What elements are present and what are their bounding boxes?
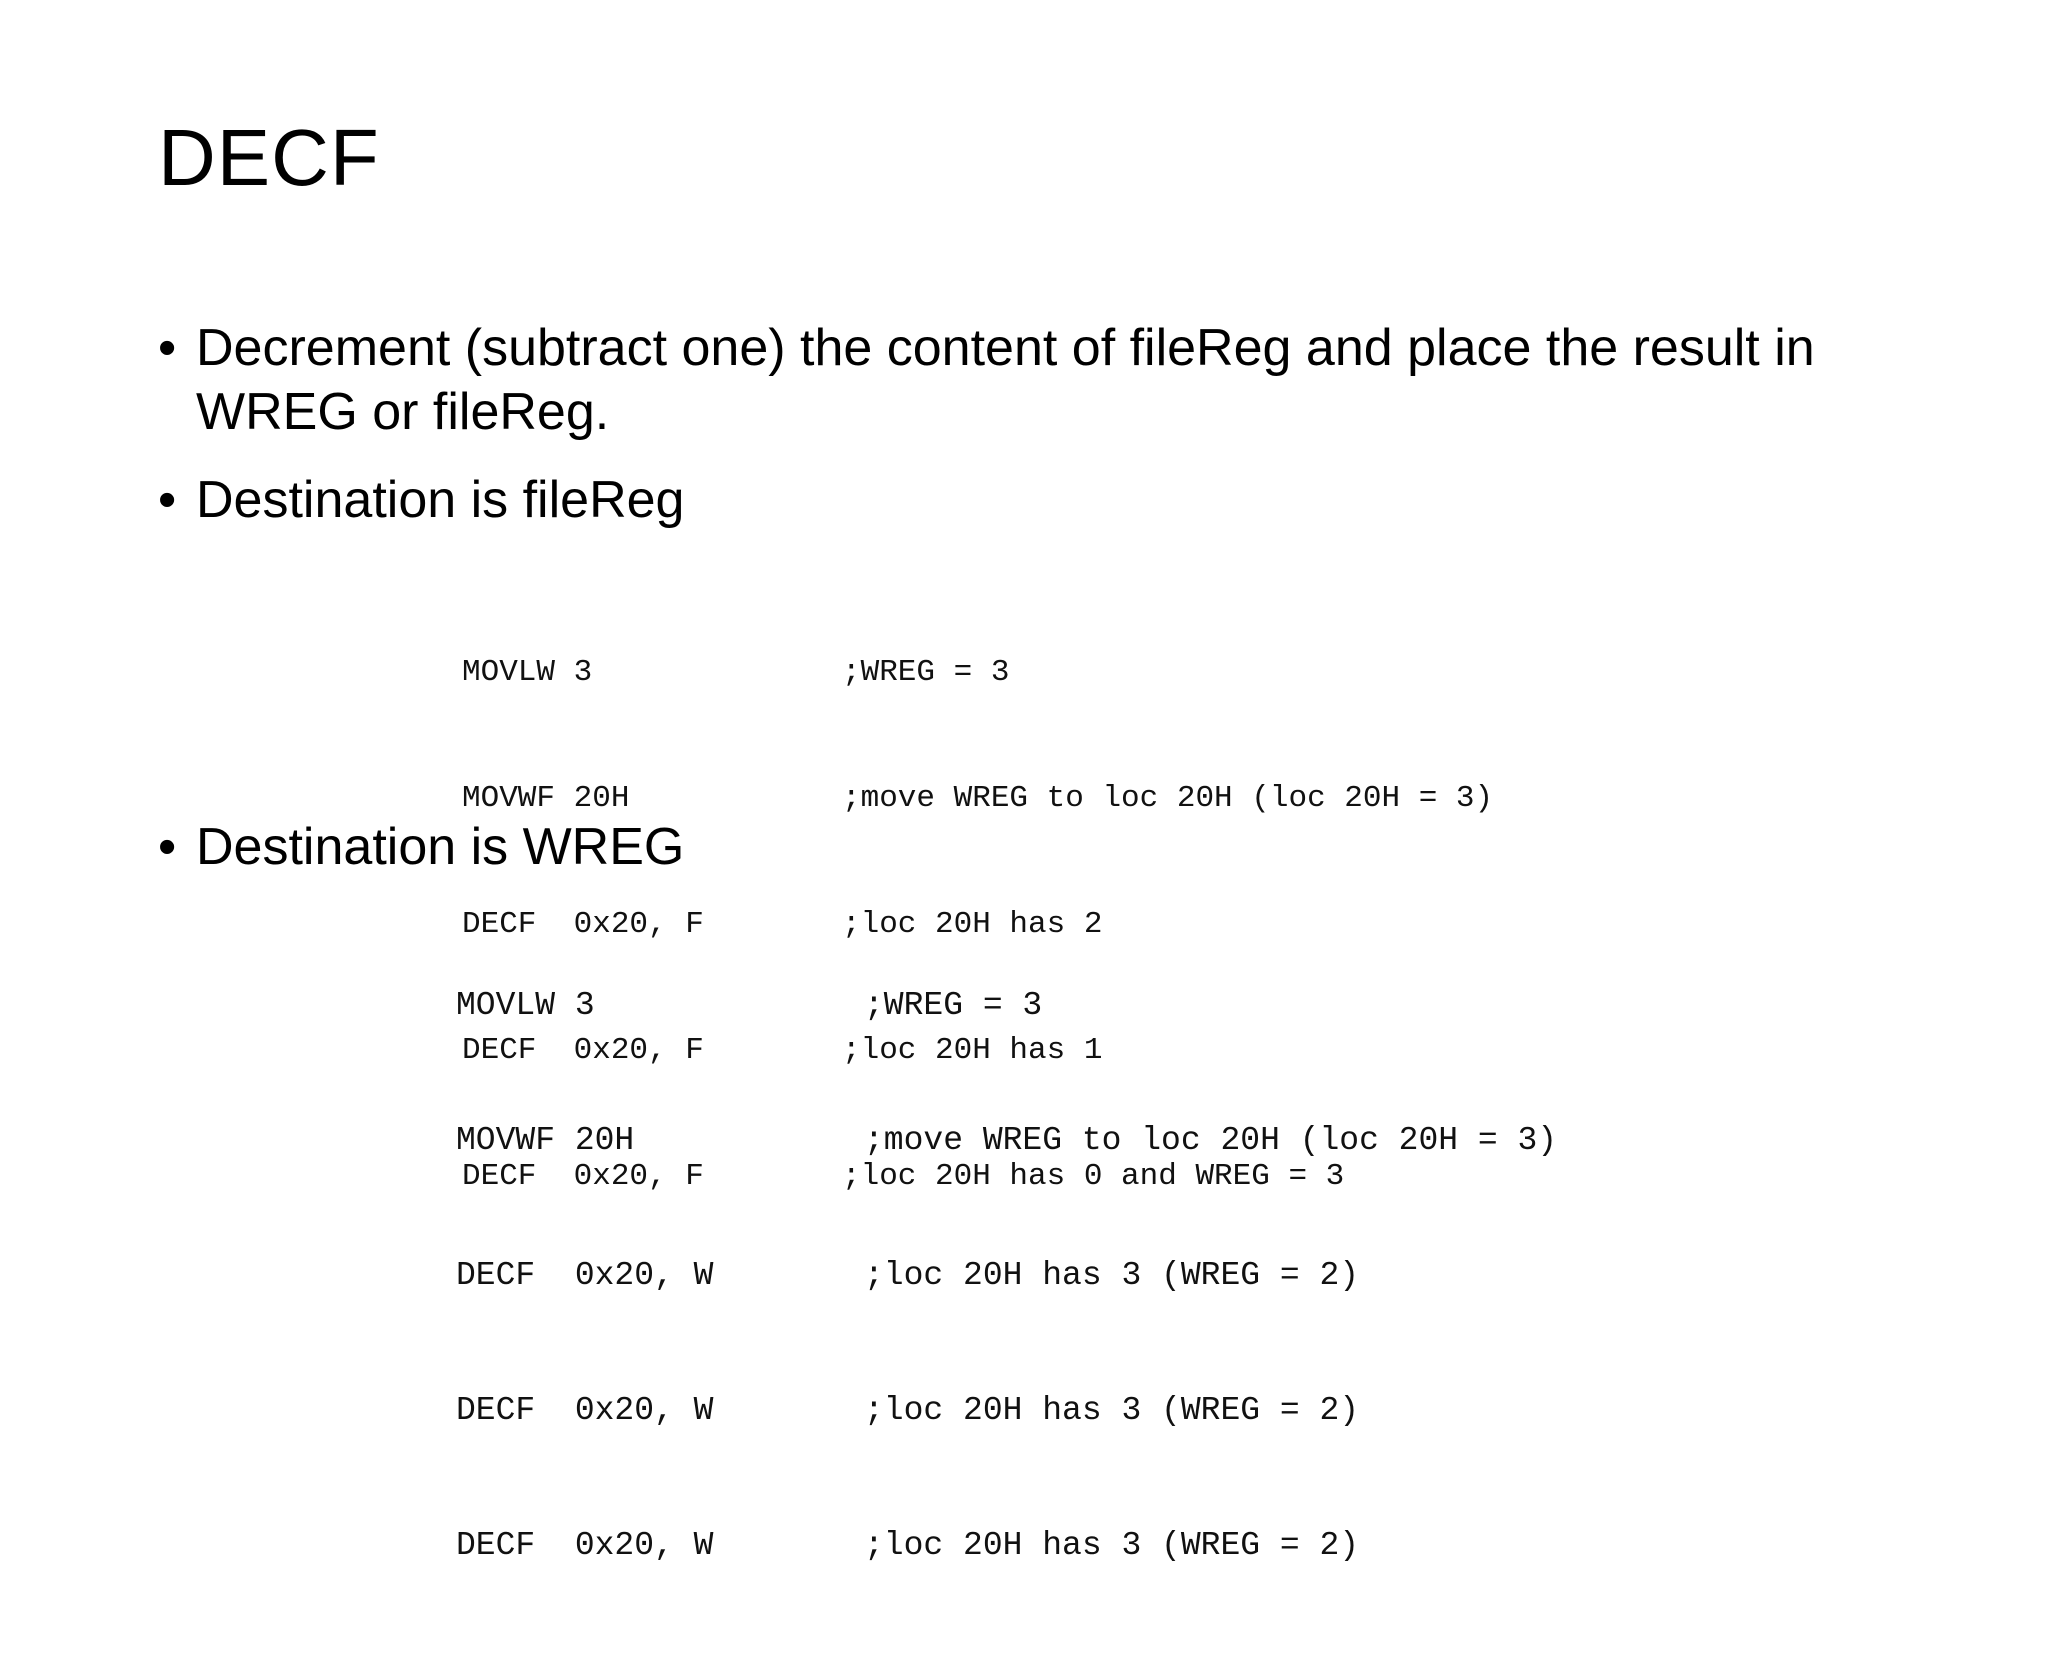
code-line: DECF 0x20, F ;loc 20H has 1: [462, 1030, 1493, 1072]
code-line: MOVLW 3 ;WREG = 3: [456, 983, 1557, 1028]
code-comment: ;WREG = 3: [842, 655, 1010, 690]
code-instruction: DECF 0x20, F: [462, 907, 704, 942]
code-instruction: MOVWF 20H: [462, 781, 630, 816]
code-instruction: MOVLW 3: [462, 655, 593, 690]
code-comment: ;loc 20H has 3 (WREG = 2): [864, 1527, 1360, 1564]
slide-title: DECF: [158, 113, 380, 202]
bullet-text: Decrement (subtract one) the content of …: [196, 319, 1815, 441]
code-line: MOVWF 20H ;move WREG to loc 20H (loc 20H…: [462, 778, 1493, 820]
code-instruction: MOVWF 20H: [456, 1122, 635, 1159]
bullet-item: • Destination is WREG: [158, 815, 1926, 879]
code-comment: ;loc 20H has 3 (WREG = 2): [864, 1392, 1360, 1429]
code-line: DECF 0x20, W ;loc 20H has 3 (WREG = 2): [456, 1523, 1557, 1568]
code-comment: ;loc 20H has 1: [842, 1033, 1103, 1068]
code-line: MOVLW 3 ;WREG = 3: [462, 652, 1493, 694]
code-comment: ;loc 20H has 2: [842, 907, 1103, 942]
code-line: MOVWF 20H ;move WREG to loc 20H (loc 20H…: [456, 1118, 1557, 1163]
code-comment: ;loc 20H has 3 (WREG = 2): [864, 1257, 1360, 1294]
code-line: DECF 0x20, W ;loc 20H has 3 (WREG = 2): [456, 1253, 1557, 1298]
code-comment: ;move WREG to loc 20H (loc 20H = 3): [842, 781, 1494, 816]
bullet-text: Destination is WREG: [196, 818, 685, 876]
code-instruction: MOVLW 3: [456, 987, 595, 1024]
code-block-wreg: MOVLW 3 ;WREG = 3 MOVWF 20H ;move WREG t…: [456, 893, 1557, 1658]
bullet-marker: •: [158, 471, 177, 529]
code-comment: ;move WREG to loc 20H (loc 20H = 3): [864, 1122, 1558, 1159]
bullet-text: Destination is fileReg: [196, 471, 685, 529]
code-instruction: DECF 0x20, W: [456, 1257, 714, 1294]
code-comment: ;WREG = 3: [864, 987, 1043, 1024]
bullet-item: • Decrement (subtract one) the content o…: [158, 316, 1926, 444]
bullet-marker: •: [158, 818, 177, 876]
code-instruction: DECF 0x20, W: [456, 1527, 714, 1564]
code-line: DECF 0x20, F ;loc 20H has 2: [462, 904, 1493, 946]
code-instruction: DECF 0x20, W: [456, 1392, 714, 1429]
bullet-marker: •: [158, 319, 177, 377]
bullet-item: • Destination is fileReg: [158, 468, 1926, 532]
slide: DECF • Decrement (subtract one) the cont…: [158, 113, 1926, 1564]
code-line: DECF 0x20, W ;loc 20H has 3 (WREG = 2): [456, 1388, 1557, 1433]
code-instruction: DECF 0x20, F: [462, 1033, 704, 1068]
